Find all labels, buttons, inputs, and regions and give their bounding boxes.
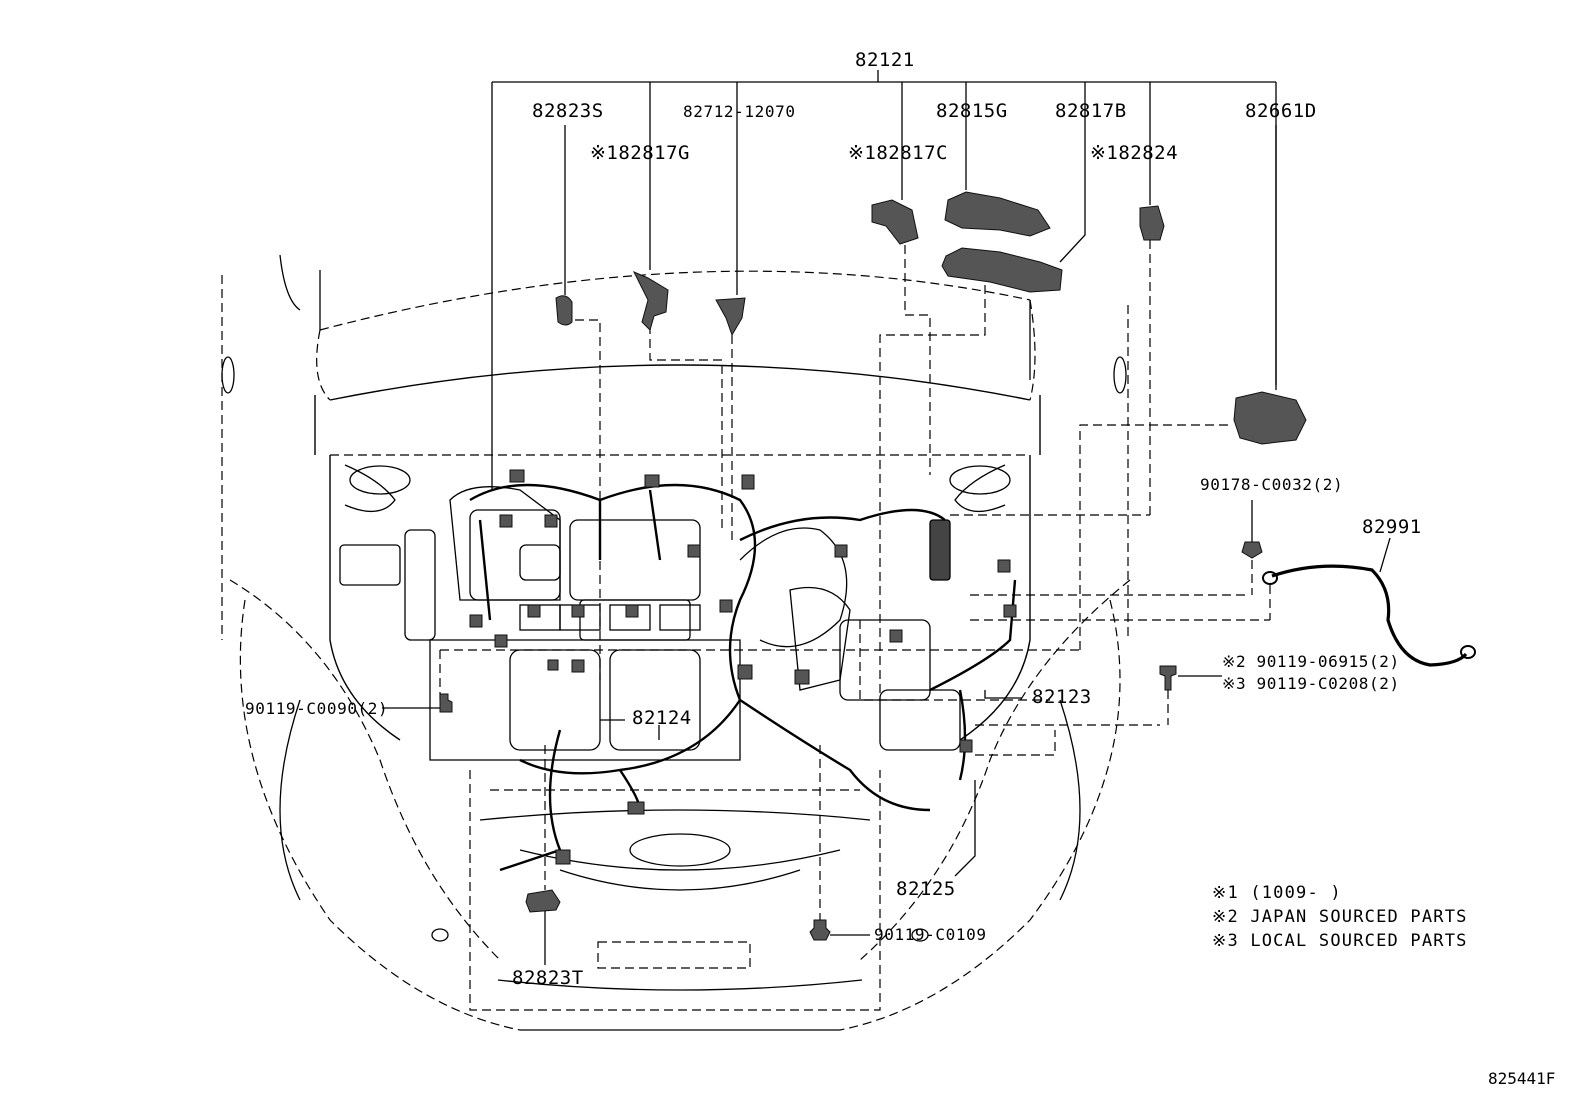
leader-82817C <box>901 82 931 475</box>
label-82991[interactable]: 82991 <box>1362 516 1422 538</box>
relay-82824-part <box>1139 205 1165 241</box>
note-2: ※2 JAPAN SOURCED PARTS <box>1212 907 1468 927</box>
label-90178-C0032[interactable]: 90178-C0032(2) <box>1200 475 1343 494</box>
leader-82823S <box>564 125 601 680</box>
label-82124[interactable]: 82124 <box>632 707 692 729</box>
label-82815G[interactable]: 82815G <box>936 100 1008 122</box>
leader-82991 <box>1269 537 1391 620</box>
cable-terminal-b <box>1460 645 1476 659</box>
label-82824[interactable]: ※182824 <box>1090 142 1178 164</box>
connector-82823T-part <box>525 889 561 913</box>
connector-82823S-part <box>555 295 573 326</box>
leader-90119-C0109 <box>819 745 870 936</box>
protector-82815G-part <box>944 191 1051 237</box>
bolt-90119-06915-part <box>1159 665 1177 691</box>
bolt-90119-C0109-part <box>809 919 831 941</box>
label-82121[interactable]: 82121 <box>855 49 915 71</box>
bolt-90119-C0090-part <box>439 693 453 713</box>
cover-82817B-part <box>941 247 1063 293</box>
leader-82712 <box>731 82 738 540</box>
label-90119-06915[interactable]: ※2 90119-06915(2) <box>1222 652 1400 671</box>
cable-terminal-a <box>1262 571 1278 585</box>
label-82817B[interactable]: 82817B <box>1055 100 1127 122</box>
leader-82817B <box>879 82 1086 700</box>
leader-82124 <box>600 719 660 740</box>
relay-block-82661D-part <box>1233 391 1307 445</box>
label-82817C[interactable]: ※182817C <box>848 142 948 164</box>
label-82712-12070[interactable]: 82712-12070 <box>683 102 796 121</box>
engine-harness-illustration <box>339 424 1270 872</box>
label-82817G[interactable]: ※182817G <box>590 142 690 164</box>
label-82125[interactable]: 82125 <box>896 878 956 900</box>
leader-82123 <box>984 690 1022 699</box>
label-82823S[interactable]: 82823S <box>532 100 604 122</box>
nut-90178-part <box>1241 541 1263 559</box>
assembly-bracket <box>491 70 1277 490</box>
bracket-82817G-part <box>632 271 669 331</box>
leader-82125 <box>954 780 976 877</box>
label-90119-C0090[interactable]: 90119-C0090(2) <box>245 699 388 718</box>
leader-90119-06915 <box>1167 675 1222 725</box>
label-82661D[interactable]: 82661D <box>1245 100 1317 122</box>
label-82823T[interactable]: 82823T <box>512 967 584 989</box>
label-82123[interactable]: 82123 <box>1032 686 1092 708</box>
sensor-82712-part <box>715 297 746 337</box>
note-1: ※1 (1009- ) <box>1212 883 1342 903</box>
label-90119-C0208[interactable]: ※3 90119-C0208(2) <box>1222 674 1400 693</box>
figure-code: 825441F <box>1488 1069 1555 1088</box>
ground-cable-82991 <box>1271 564 1468 667</box>
vehicle-outline <box>221 254 1131 1031</box>
note-3: ※3 LOCAL SOURCED PARTS <box>1212 931 1468 951</box>
leader-82817G <box>649 82 723 530</box>
cover-82817C-part <box>871 199 919 245</box>
label-90119-C0109[interactable]: 90119-C0109 <box>874 925 987 944</box>
